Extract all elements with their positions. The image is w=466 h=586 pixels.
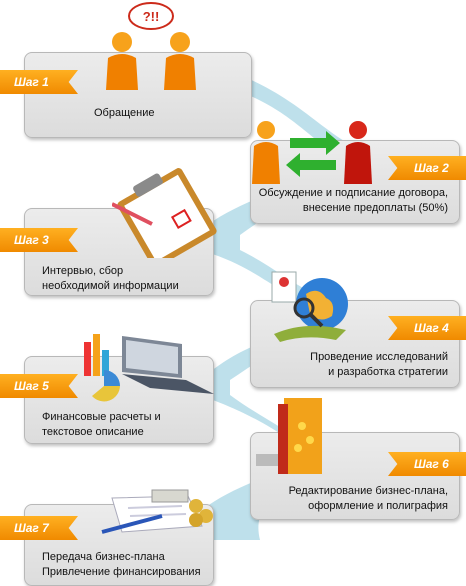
speech-bubble-text: ?!! <box>143 9 160 24</box>
step-2-text: Обсуждение и подписание договора, внесен… <box>258 187 448 214</box>
book-icon <box>256 398 322 474</box>
step-2-badge: Шаг 2 <box>388 156 466 180</box>
step-4-badge: Шаг 4 <box>388 316 466 340</box>
step-1-card <box>24 52 252 138</box>
globe-magnifier-icon <box>271 271 348 342</box>
laptop-chart-icon <box>84 334 214 402</box>
step-1-text: Обращение <box>94 107 155 119</box>
money-documents-icon <box>101 489 213 534</box>
step-7-text: Передача бизнес-плана Привлечение финанс… <box>42 551 201 578</box>
contract-exchange-icon <box>252 121 372 184</box>
step-7-badge: Шаг 7 <box>0 516 78 540</box>
step-3-text: Интервью, сбор необходимой информации <box>42 265 179 292</box>
step-3-badge: Шаг 3 <box>0 228 78 252</box>
step-6-text: Редактирование бизнес-плана, оформление … <box>288 485 448 512</box>
step-5-text: Финансовые расчеты и текстовое описание <box>42 411 161 438</box>
step-5-badge: Шаг 5 <box>0 374 78 398</box>
people-talking-icon: ?!! <box>106 2 196 90</box>
step-4-text: Проведение исследований и разработка стр… <box>310 351 448 378</box>
step-6-badge: Шаг 6 <box>388 452 466 476</box>
step-5-card <box>24 356 214 444</box>
step-4-card <box>250 300 460 388</box>
step-1-badge: Шаг 1 <box>0 70 78 94</box>
clipboard-icon <box>112 168 217 258</box>
